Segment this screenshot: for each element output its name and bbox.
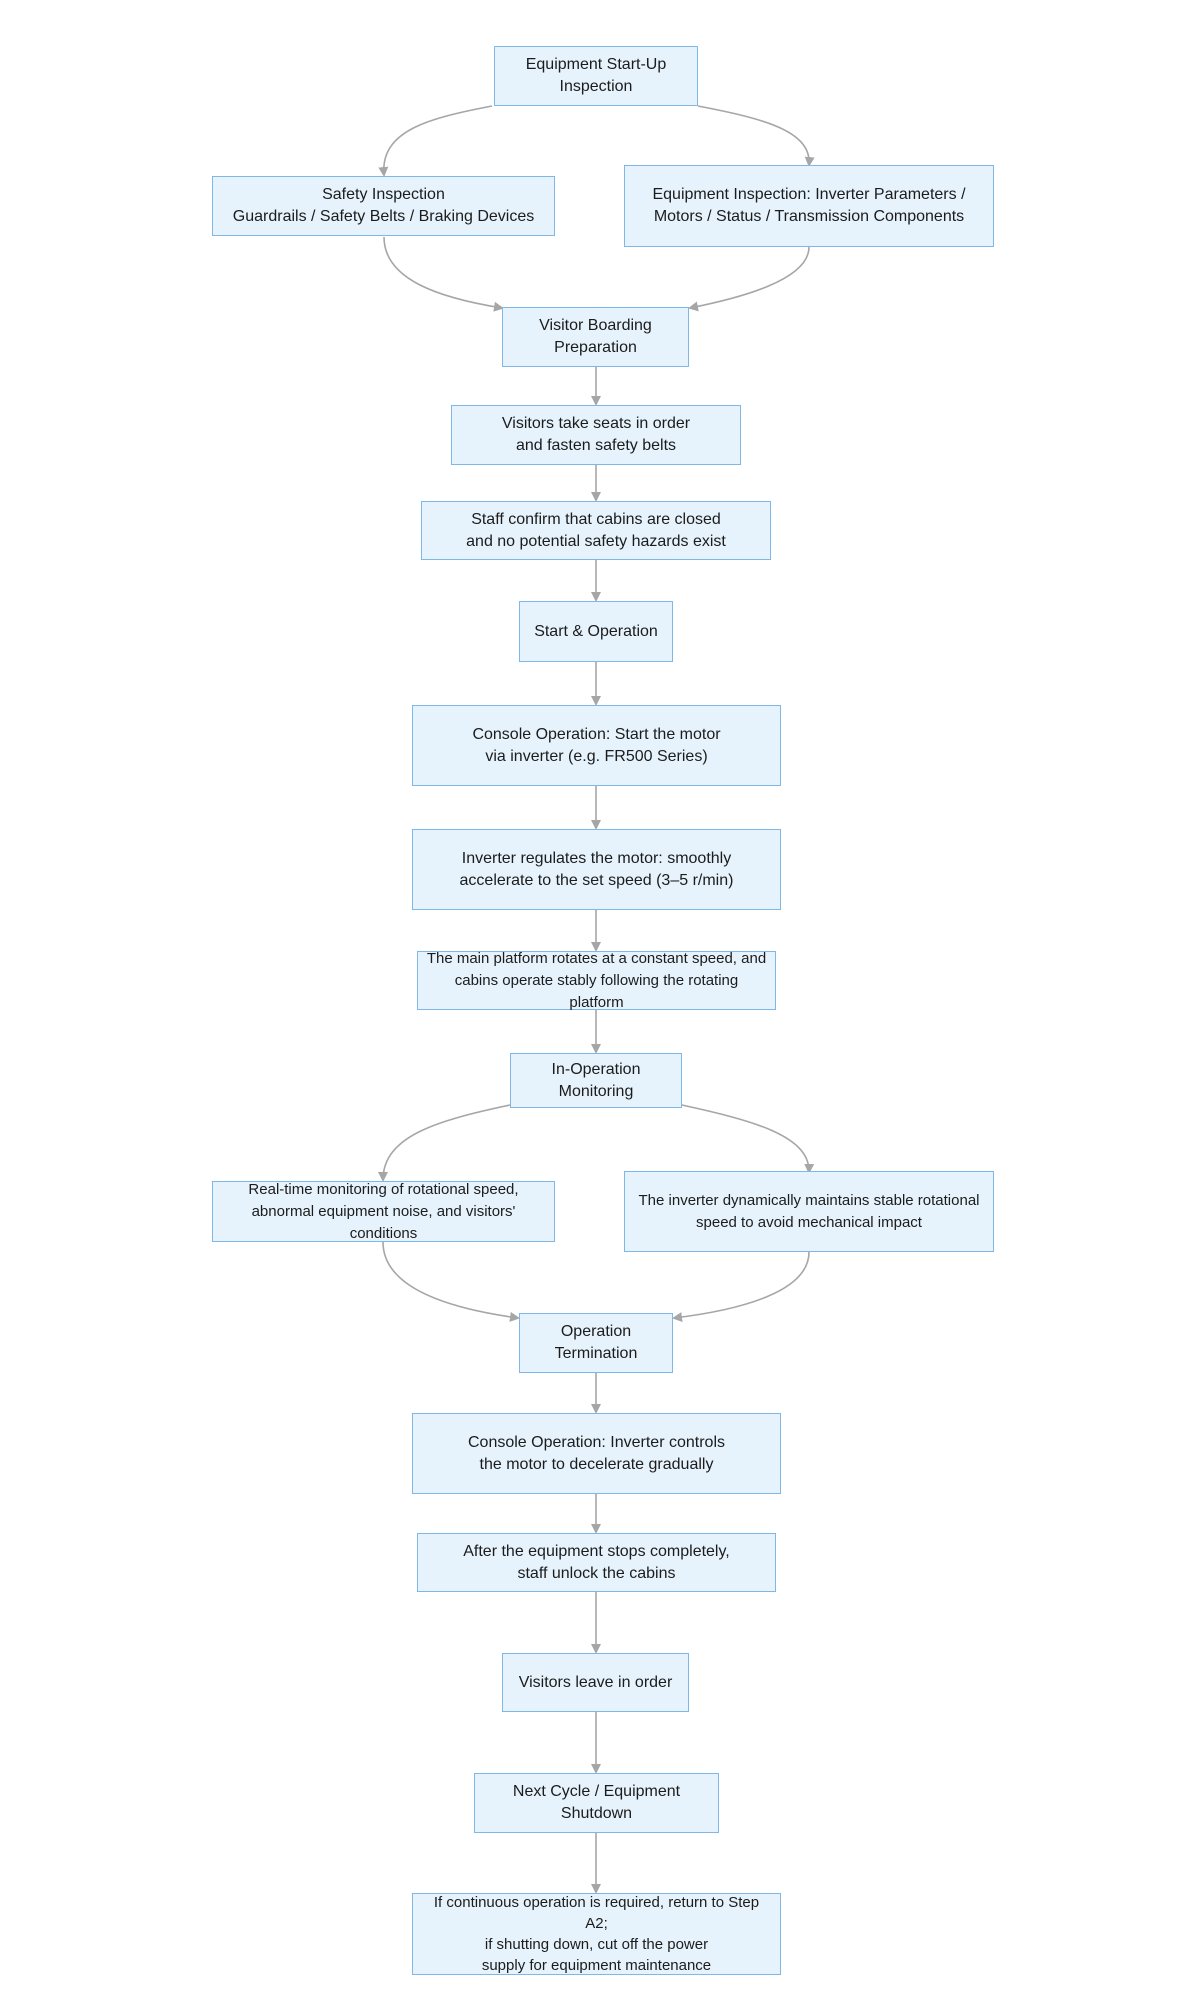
node-safety-inspection: Safety Inspection Guardrails / Safety Be…	[212, 176, 555, 236]
edge-realtime-to-termination	[382, 1241, 520, 1322]
node-staff-confirm: Staff confirm that cabins are closed and…	[421, 501, 771, 560]
node-equipment-inspection-label: Equipment Inspection: Inverter Parameter…	[652, 186, 966, 225]
node-boarding-prep: Visitor Boarding Preparation	[502, 307, 689, 367]
node-final-step-label: If continuous operation is required, ret…	[433, 1894, 760, 1974]
node-take-seats-label: Visitors take seats in order and fasten …	[501, 415, 691, 454]
node-console-decel-label: Console Operation: Inverter controls the…	[467, 1433, 725, 1473]
edge-monitoring-to-realtime	[378, 1104, 511, 1182]
node-inverter-accel-label: Inverter regulates the motor: smoothly a…	[459, 849, 734, 889]
node-inverter-stable-label: The inverter dynamically maintains stabl…	[638, 1191, 980, 1231]
node-monitoring-label: In-Operation Monitoring	[551, 1060, 641, 1100]
node-safety-inspection-label: Safety Inspection Guardrails / Safety Be…	[232, 186, 535, 225]
node-next-cycle: Next Cycle / Equipment Shutdown	[474, 1773, 719, 1833]
edge-equipment-to-boarding	[688, 246, 810, 312]
node-platform-rotates-label: The main platform rotates at a constant …	[426, 949, 767, 1011]
node-realtime-monitoring-label: Real-time monitoring of rotational speed…	[248, 1180, 519, 1242]
node-visitors-leave: Visitors leave in order	[502, 1653, 689, 1712]
node-console-start-label: Console Operation: Start the motor via i…	[472, 725, 721, 765]
node-unlock-cabins: After the equipment stops completely, st…	[417, 1533, 776, 1592]
node-take-seats: Visitors take seats in order and fasten …	[451, 405, 741, 465]
node-boarding-prep-label: Visitor Boarding Preparation	[539, 317, 652, 356]
node-start-inspection: Equipment Start-Up Inspection	[494, 46, 698, 106]
node-start-inspection-label: Equipment Start-Up Inspection	[525, 56, 667, 95]
node-monitoring: In-Operation Monitoring	[510, 1053, 682, 1108]
edge-safety-to-boarding	[383, 236, 504, 312]
node-inverter-accel: Inverter regulates the motor: smoothly a…	[412, 829, 781, 910]
node-platform-rotates: The main platform rotates at a constant …	[417, 950, 776, 1011]
node-termination: Operation Termination	[519, 1313, 673, 1373]
node-unlock-cabins-label: After the equipment stops completely, st…	[463, 1542, 730, 1582]
node-equipment-inspection: Equipment Inspection: Inverter Parameter…	[624, 165, 994, 247]
edge-monitoring-to-stable	[681, 1104, 815, 1174]
edge-start-to-equipment	[697, 105, 815, 167]
node-visitors-leave-label: Visitors leave in order	[518, 1673, 673, 1691]
node-realtime-monitoring: Real-time monitoring of rotational speed…	[212, 1181, 555, 1242]
edge-stable-to-termination	[672, 1251, 810, 1322]
node-termination-label: Operation Termination	[554, 1323, 638, 1362]
node-start-operation-label: Start & Operation	[534, 622, 658, 640]
node-inverter-stable: The inverter dynamically maintains stabl…	[624, 1171, 994, 1252]
node-start-operation: Start & Operation	[519, 601, 673, 662]
node-next-cycle-label: Next Cycle / Equipment Shutdown	[512, 1783, 681, 1822]
edge-start-to-safety	[378, 105, 493, 177]
node-staff-confirm-label: Staff confirm that cabins are closed and…	[466, 510, 726, 550]
node-console-decel: Console Operation: Inverter controls the…	[412, 1413, 781, 1494]
node-console-start: Console Operation: Start the motor via i…	[412, 705, 781, 786]
node-final-step: If continuous operation is required, ret…	[412, 1893, 781, 1975]
